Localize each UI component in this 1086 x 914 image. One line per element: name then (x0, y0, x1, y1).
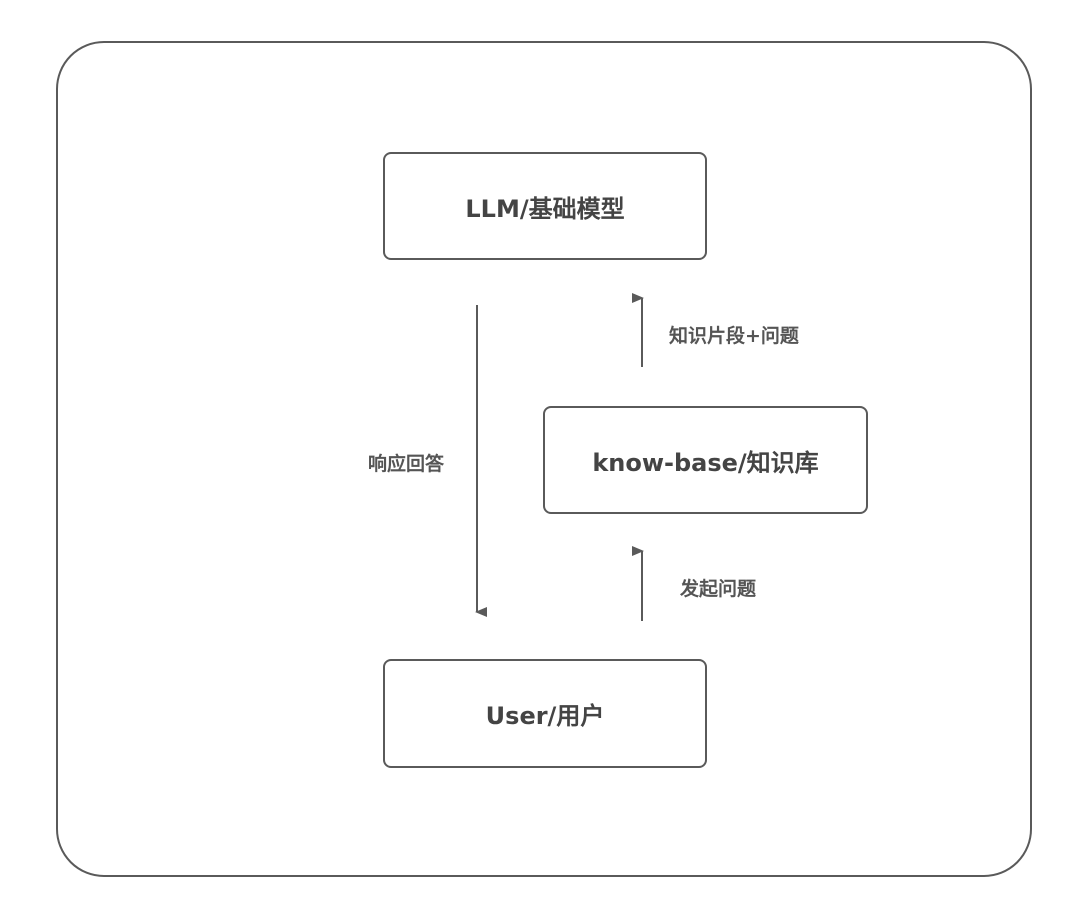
node-knowledge-base: know-base/知识库 (543, 406, 868, 514)
node-llm-label: LLM/基础模型 (465, 194, 625, 223)
node-llm: LLM/基础模型 (383, 152, 707, 260)
edge-label-response: 响应回答 (368, 453, 445, 475)
node-knowledge-base-label: know-base/知识库 (592, 448, 819, 477)
node-user: User/用户 (383, 659, 707, 768)
edge-label-snippets-and-question: 知识片段+问题 (669, 325, 799, 347)
edge-label-ask-question: 发起问题 (680, 578, 757, 600)
diagram-frame (56, 41, 1032, 877)
node-user-label: User/用户 (485, 702, 605, 730)
